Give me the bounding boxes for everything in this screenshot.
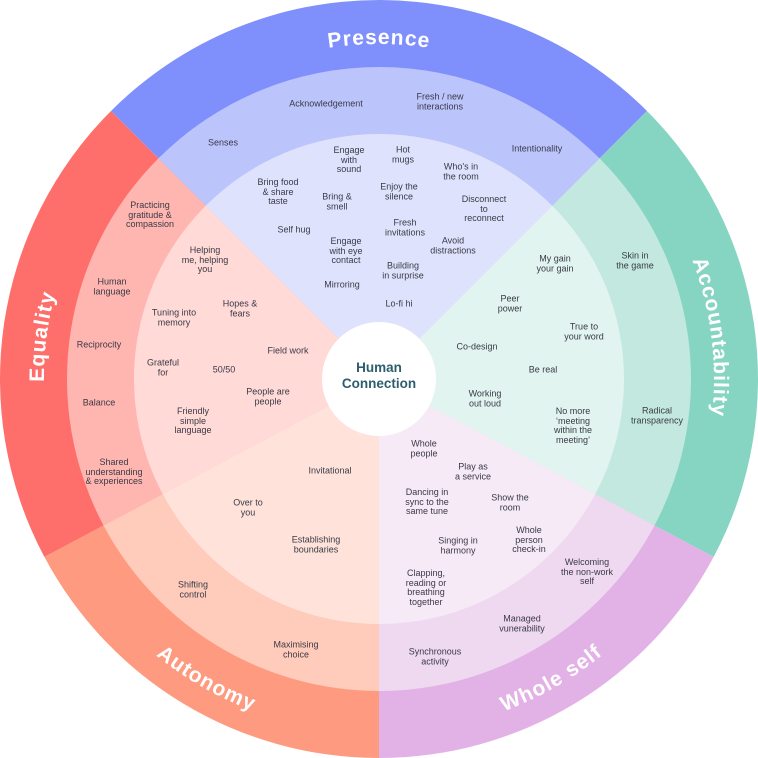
presence-inner-item: Engage with sound bbox=[333, 144, 365, 174]
accountability-middle-item: Skin in the game bbox=[616, 250, 654, 270]
equality-middle-item: Balance bbox=[82, 397, 116, 408]
accountability-inner-item: My gain your gain bbox=[536, 253, 574, 273]
equality-middle-item: Reciprocity bbox=[76, 339, 122, 350]
presence-middle-item: Intentionality bbox=[511, 143, 563, 154]
accountability-inner-ring-segment bbox=[379, 205, 624, 495]
accountability-inner-item: True to your word bbox=[564, 321, 604, 341]
whole-self-inner-item: Whole person check-in bbox=[512, 524, 546, 554]
center-circle bbox=[322, 322, 436, 436]
whole-self-inner-ring-segment bbox=[379, 379, 596, 624]
presence-inner-item: Hot mugs bbox=[391, 144, 415, 164]
autonomy-inner-item: Invitational bbox=[308, 465, 352, 476]
presence-inner-item: Who's in the room bbox=[443, 161, 479, 181]
equality-inner-item: Hopes & fears bbox=[222, 298, 258, 318]
presence-inner-item: Bring food & share taste bbox=[257, 176, 299, 206]
presence-inner-item: Lo-fi hi bbox=[385, 298, 413, 309]
whole-self-inner-item: Singing in harmony bbox=[438, 535, 478, 555]
equality-inner-ring-segment bbox=[133, 205, 379, 495]
autonomy-middle-item: Shifting control bbox=[177, 579, 209, 599]
equality-inner-item: Field work bbox=[267, 345, 309, 356]
presence-middle-item: Acknowledgement bbox=[289, 98, 363, 109]
whole-self-middle-item: Managed vunerability bbox=[499, 613, 545, 633]
accountability-inner-item: No more ‘meeting within the meeting’ bbox=[553, 406, 593, 445]
accountability-inner-item: Co-design bbox=[456, 341, 498, 352]
presence-middle-item: Senses bbox=[207, 137, 239, 148]
autonomy-inner-item: Establishing boundaries bbox=[291, 534, 341, 554]
equality-inner-item: Tuning into memory bbox=[151, 307, 197, 327]
presence-inner-item: Bring & smell bbox=[322, 191, 352, 211]
equality-inner-item: Friendly simple language bbox=[174, 405, 212, 435]
accountability-middle-item: Radical transparency bbox=[630, 405, 684, 425]
whole-self-inner-item: Play as a service bbox=[454, 461, 492, 481]
equality-inner-item: 50/50 bbox=[212, 364, 236, 375]
accountability-inner-item: Working out loud bbox=[468, 388, 502, 408]
equality-inner-item: People are people bbox=[246, 386, 290, 406]
presence-inner-item: Building in surprise bbox=[382, 260, 424, 280]
whole-self-inner-item: Clapping, reading or breathing together bbox=[405, 568, 447, 607]
autonomy-inner-item: Over to you bbox=[233, 497, 263, 517]
equality-inner-item: Helping me, helping you bbox=[181, 244, 229, 274]
presence-inner-item: Self hug bbox=[277, 224, 311, 235]
whole-self-middle-item: Synchronous activity bbox=[408, 646, 462, 666]
autonomy-middle-item: Maximising choice bbox=[273, 639, 319, 659]
equality-middle-item: Human language bbox=[93, 276, 131, 296]
accountability-inner-item: Be real bbox=[528, 364, 558, 375]
presence-inner-item: Mirroring bbox=[324, 279, 360, 290]
whole-self-inner-item: Whole people bbox=[410, 438, 438, 458]
presence-middle-item: Fresh / new interactions bbox=[416, 91, 464, 111]
autonomy-inner-ring-segment bbox=[162, 379, 379, 624]
presence-inner-item: Disconnect to reconnect bbox=[461, 193, 507, 223]
presence-inner-item: Enjoy the silence bbox=[380, 181, 418, 201]
equality-middle-item: Shared understanding & experiences bbox=[85, 456, 143, 486]
equality-inner-item: Grateful for bbox=[146, 357, 180, 377]
center-label: Human Connection bbox=[341, 360, 417, 391]
presence-inner-item: Avoid distractions bbox=[430, 235, 476, 255]
whole-self-inner-item: Dancing in sync to the same tune bbox=[405, 486, 449, 516]
presence-title: Presence bbox=[326, 26, 432, 53]
whole-self-middle-item: Welcoming the non-work self bbox=[560, 556, 614, 586]
presence-inner-item: Fresh invitations bbox=[384, 217, 426, 237]
whole-self-inner-item: Show the room bbox=[491, 492, 529, 512]
accountability-inner-item: Peer power bbox=[497, 293, 523, 313]
equality-middle-item: Practicing gratitude & compassion bbox=[125, 199, 175, 229]
presence-inner-ring-segment bbox=[205, 134, 553, 379]
presence-inner-item: Engage with eye contact bbox=[329, 235, 363, 265]
